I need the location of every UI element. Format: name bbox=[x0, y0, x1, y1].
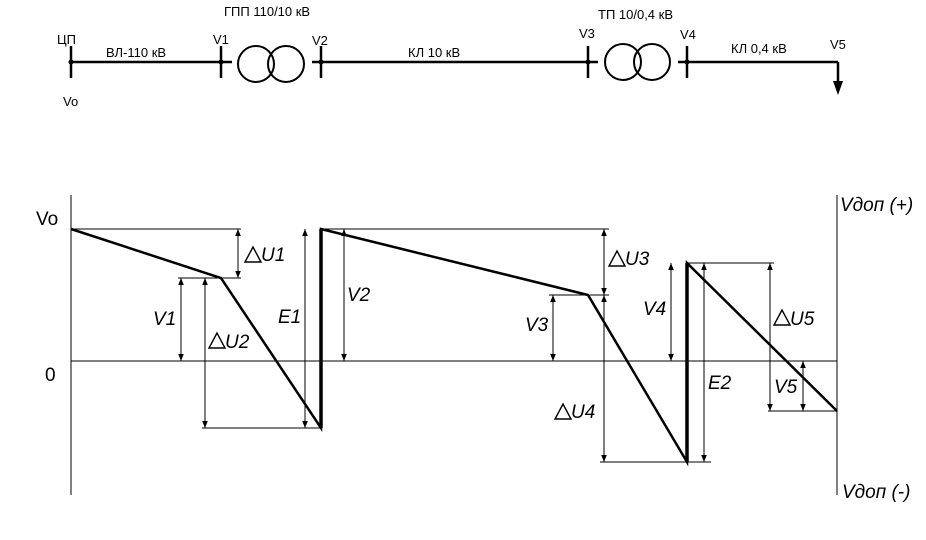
delta-icon bbox=[553, 402, 573, 420]
du4-label: U4 bbox=[571, 402, 595, 423]
single-line-scheme: ЦП Vo ВЛ-110 кВ ГПП 110/10 кВ V1 V2 КЛ 1… bbox=[57, 4, 846, 109]
e2-label: E2 bbox=[708, 373, 732, 394]
v2-node-label: V2 bbox=[312, 33, 328, 48]
v4-label: V4 bbox=[643, 299, 666, 320]
du2-label: U2 bbox=[225, 332, 250, 353]
delta-icon bbox=[207, 331, 227, 349]
upper-limit-label: Vдоп (+) bbox=[840, 195, 913, 216]
delta-icon bbox=[607, 249, 627, 267]
v2-label: V2 bbox=[347, 285, 371, 306]
zero-label: 0 bbox=[45, 365, 56, 386]
v0-label: Vo bbox=[63, 94, 78, 109]
voltage-diagram: Vo 0 Vдоп (+) Vдоп (-) U1 U2 U3 U4 U5 V1… bbox=[36, 195, 913, 503]
substation-1-label: ГПП 110/10 кВ bbox=[224, 4, 310, 19]
node-dot bbox=[684, 59, 690, 65]
v5-label: V5 bbox=[774, 377, 798, 398]
transformer-1-icon bbox=[237, 45, 305, 83]
transformer-2-icon bbox=[604, 43, 671, 81]
cable-10-label: КЛ 10 кВ bbox=[408, 45, 460, 60]
substation-2-label: ТП 10/0,4 кВ bbox=[598, 7, 673, 22]
du1-label: U1 bbox=[261, 245, 285, 266]
v1-label: V1 bbox=[153, 309, 176, 330]
cable-04-label: КЛ 0,4 кВ bbox=[731, 41, 787, 56]
v3-label: V3 bbox=[525, 315, 549, 336]
node-dot bbox=[68, 59, 74, 65]
node-dot bbox=[585, 59, 591, 65]
node-dot bbox=[318, 59, 324, 65]
v1-node-label: V1 bbox=[213, 32, 229, 47]
load-arrow-icon bbox=[833, 81, 843, 95]
line-110-label: ВЛ-110 кВ bbox=[106, 45, 166, 60]
v5-node-label: V5 bbox=[830, 37, 846, 52]
v4-node-label: V4 bbox=[680, 27, 696, 42]
voltage-profile-line bbox=[70, 227, 838, 467]
delta-icon bbox=[772, 308, 792, 326]
du3-label: U3 bbox=[625, 249, 650, 270]
e1-label: E1 bbox=[278, 307, 301, 328]
source-label: ЦП bbox=[57, 32, 76, 47]
lower-limit-label: Vдоп (-) bbox=[842, 482, 910, 503]
delta-icon bbox=[243, 245, 263, 263]
node-dot bbox=[218, 59, 224, 65]
v0-axis-label: Vo bbox=[36, 209, 58, 230]
du5-label: U5 bbox=[790, 309, 815, 330]
v3-node-label: V3 bbox=[579, 26, 595, 41]
